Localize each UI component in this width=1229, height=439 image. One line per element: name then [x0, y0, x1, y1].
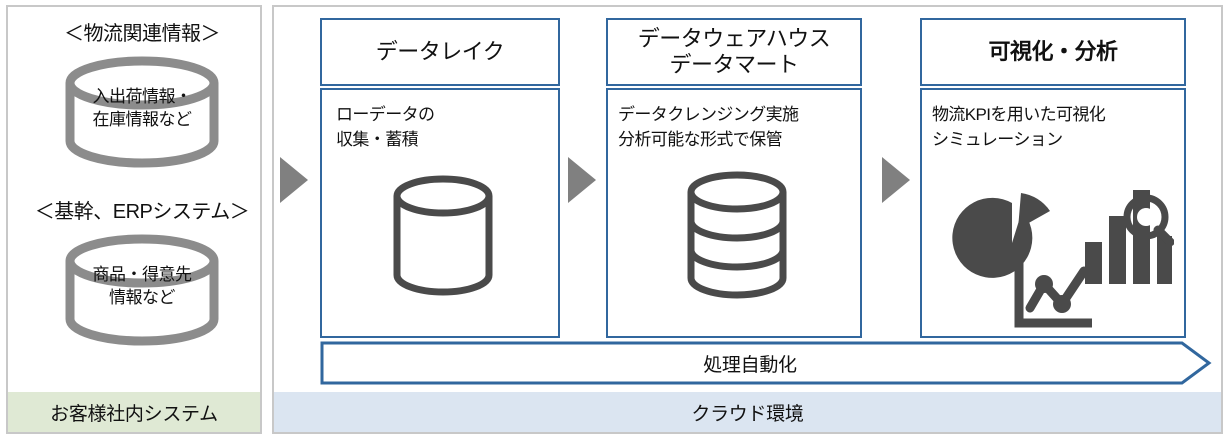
bar-chart-search-icon: [1085, 190, 1175, 284]
automation-chevron-label: 処理自動化: [703, 354, 797, 376]
stage-dwh-body: データクレンジング実施 分析可能な形式で保管: [606, 88, 862, 338]
stage-dwh-header: データウェアハウス データマート: [606, 18, 862, 86]
cloud-environment-banner-label: クラウド環境: [691, 403, 804, 425]
line-chart-icon: [1014, 250, 1092, 328]
database-cylinder-icon: 商品・得意先 情報など: [56, 233, 228, 349]
stage-viz-header: 可視化・分析: [920, 18, 1186, 86]
cloud-environment-banner: クラウド環境: [274, 392, 1221, 432]
stage-datalake-description: ローデータの 収集・蓄積: [336, 105, 435, 149]
stage-datalake-title: データレイク: [375, 39, 505, 64]
stage-viz-description: 物流KPIを用いた可視化 シミュレーション: [932, 105, 1106, 149]
source-label-logistics: 入出荷情報・ 在庫情報など: [92, 87, 193, 129]
database-cylinder-icon: [388, 172, 498, 307]
customer-system-panel: ＜物流関連情報＞ 入出荷情報・ 在庫情報など ＜基幹、ERPシステム＞: [6, 5, 262, 434]
flow-arrow-to-dwh: [568, 157, 596, 203]
stage-dwh-title: データウェアハウス データマート: [637, 26, 831, 77]
stage-viz-body: 物流KPIを用いた可視化 シミュレーション: [920, 88, 1186, 338]
stage-datalake-header: データレイク: [320, 18, 560, 86]
customer-system-banner-label: お客様社内システム: [50, 403, 218, 425]
source-label-erp: 商品・得意先 情報など: [92, 265, 193, 307]
source-title-erp: ＜基幹、ERPシステム＞: [34, 201, 250, 223]
stage-dwh-description: データクレンジング実施 分析可能な形式で保管: [618, 105, 799, 149]
database-cylinder-icon: 入出荷情報・ 在庫情報など: [56, 55, 228, 171]
stage-viz-title: 可視化・分析: [988, 39, 1118, 64]
flow-arrow-to-datalake: [280, 157, 308, 203]
pie-chart-icon: [952, 193, 1050, 278]
automation-chevron-banner: 処理自動化: [320, 340, 1212, 386]
flow-arrow-to-viz: [882, 157, 910, 203]
cloud-environment-panel: データレイク ローデータの 収集・蓄積 データウェアハウス データマート: [272, 5, 1223, 434]
stacked-database-icon: [681, 168, 793, 313]
stage-datalake-body: ローデータの 収集・蓄積: [320, 88, 560, 338]
automation-chevron-label-wrap: 処理自動化: [320, 340, 1180, 386]
source-title-logistics: ＜物流関連情報＞: [64, 23, 221, 45]
source-group-logistics: ＜物流関連情報＞ 入出荷情報・ 在庫情報など: [22, 21, 262, 171]
customer-system-banner: お客様社内システム: [8, 392, 260, 432]
source-group-erp: ＜基幹、ERPシステム＞ 商品・得意先 情報など: [22, 199, 262, 349]
analytics-charts-icon: [944, 165, 1175, 335]
